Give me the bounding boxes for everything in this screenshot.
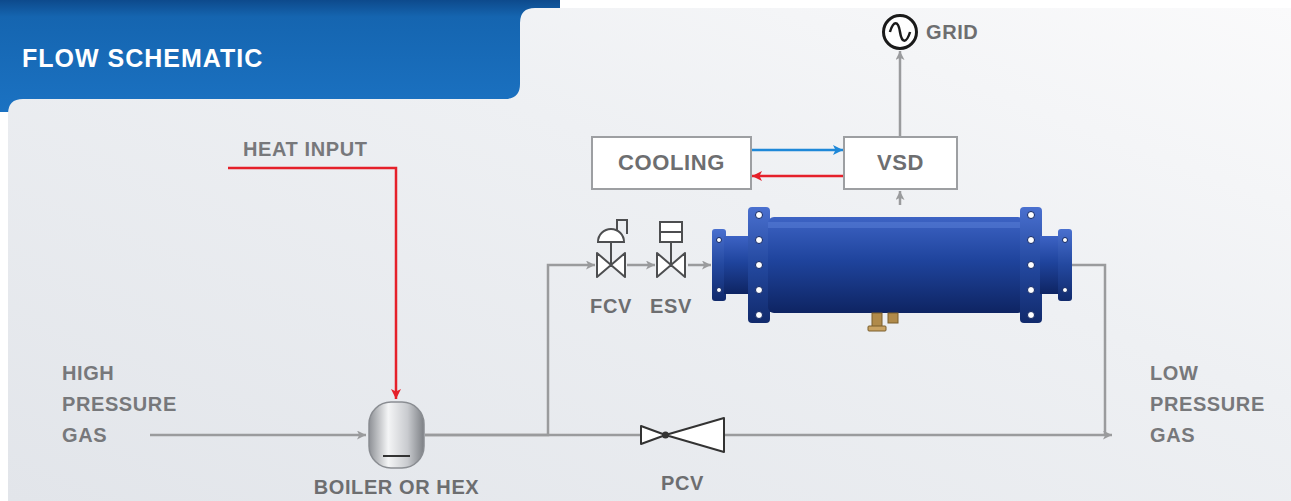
drawing-part (662, 432, 669, 439)
grid-symbol (882, 14, 918, 50)
flow-label: HEAT INPUT (243, 134, 368, 165)
drawing-part (660, 222, 682, 242)
panel-ground (8, 8, 1291, 501)
drawing-part (868, 326, 886, 331)
title-tab (0, 0, 560, 112)
drawing-part (884, 16, 917, 49)
flow-connector (425, 434, 640, 437)
drawing-part (768, 222, 1024, 228)
emergency-shutoff-valve: ESV (656, 252, 686, 278)
drawing-part (890, 23, 910, 40)
drawing-part (1028, 312, 1035, 319)
flow-connector (752, 175, 843, 178)
generator-output-line (899, 191, 902, 205)
drawing-part (768, 217, 1024, 313)
esv-symbol (656, 252, 686, 278)
fcv-symbol (596, 252, 626, 278)
drawing-part (1028, 287, 1035, 294)
heat-input-line (228, 168, 396, 399)
drawing-part (617, 220, 627, 234)
flow-control-valve: FCV (596, 252, 626, 278)
drawing-part (660, 231, 682, 233)
drawing-part (670, 242, 672, 265)
drawing-part (756, 312, 763, 319)
grid-symbol: GRID (882, 14, 918, 50)
drawing-part (1028, 237, 1035, 244)
flow-connector (899, 51, 902, 136)
node-label: FCV (590, 294, 632, 318)
turbine-outlet-line (1072, 265, 1105, 435)
drawing-part (872, 313, 882, 327)
drawing-part (1028, 262, 1035, 269)
drawing-part (724, 236, 752, 294)
flow-label: LOW PRESSURE GAS (1150, 358, 1268, 451)
turbine-generator (712, 207, 1072, 331)
flow-connector (627, 264, 655, 267)
drawing-part (756, 237, 763, 244)
node-label: PCV (661, 471, 704, 495)
drawing-part (598, 229, 624, 242)
turbine-inlet-line (688, 264, 711, 267)
flow-connector (752, 149, 843, 152)
drawing-part (641, 418, 724, 452)
pcv-symbol (640, 417, 725, 453)
drawing-part (717, 238, 722, 243)
drawing-part (756, 287, 763, 294)
drawing-part (712, 229, 726, 301)
diagram-title: FLOW SCHEMATIC (22, 44, 263, 73)
drawing-part (888, 313, 898, 323)
drawing-part (1058, 229, 1072, 301)
drawing-part (748, 207, 770, 323)
drawing-part (1020, 207, 1042, 323)
pressure-control-valve: PCV (640, 417, 725, 453)
drawing-part (610, 242, 612, 265)
inlet-gas-line (150, 434, 366, 437)
drawing-part (1028, 212, 1035, 219)
outlet-gas-line (725, 434, 1112, 437)
node-label: COOLING (618, 150, 725, 176)
boiler-vessel: BOILER OR HEX (368, 401, 425, 469)
drawing-part (369, 402, 424, 468)
node-label: VSD (877, 150, 924, 176)
flow-label: HIGH PRESSURE GAS (62, 358, 180, 451)
cooling-box: COOLING (591, 136, 752, 190)
drawing-part (756, 212, 763, 219)
drawing-part (756, 262, 763, 269)
drawing-part (1063, 238, 1068, 243)
vsd-box: VSD (843, 136, 958, 190)
node-label: BOILER OR HEX (314, 475, 480, 499)
drawing-part (717, 212, 1068, 319)
drawing-part (383, 455, 410, 457)
drawing-part (717, 288, 722, 293)
node-label: GRID (926, 20, 978, 44)
node-label: ESV (650, 294, 692, 318)
vessel-symbol (368, 401, 425, 469)
drawing-part (1063, 288, 1068, 293)
flow-connector (425, 265, 595, 435)
